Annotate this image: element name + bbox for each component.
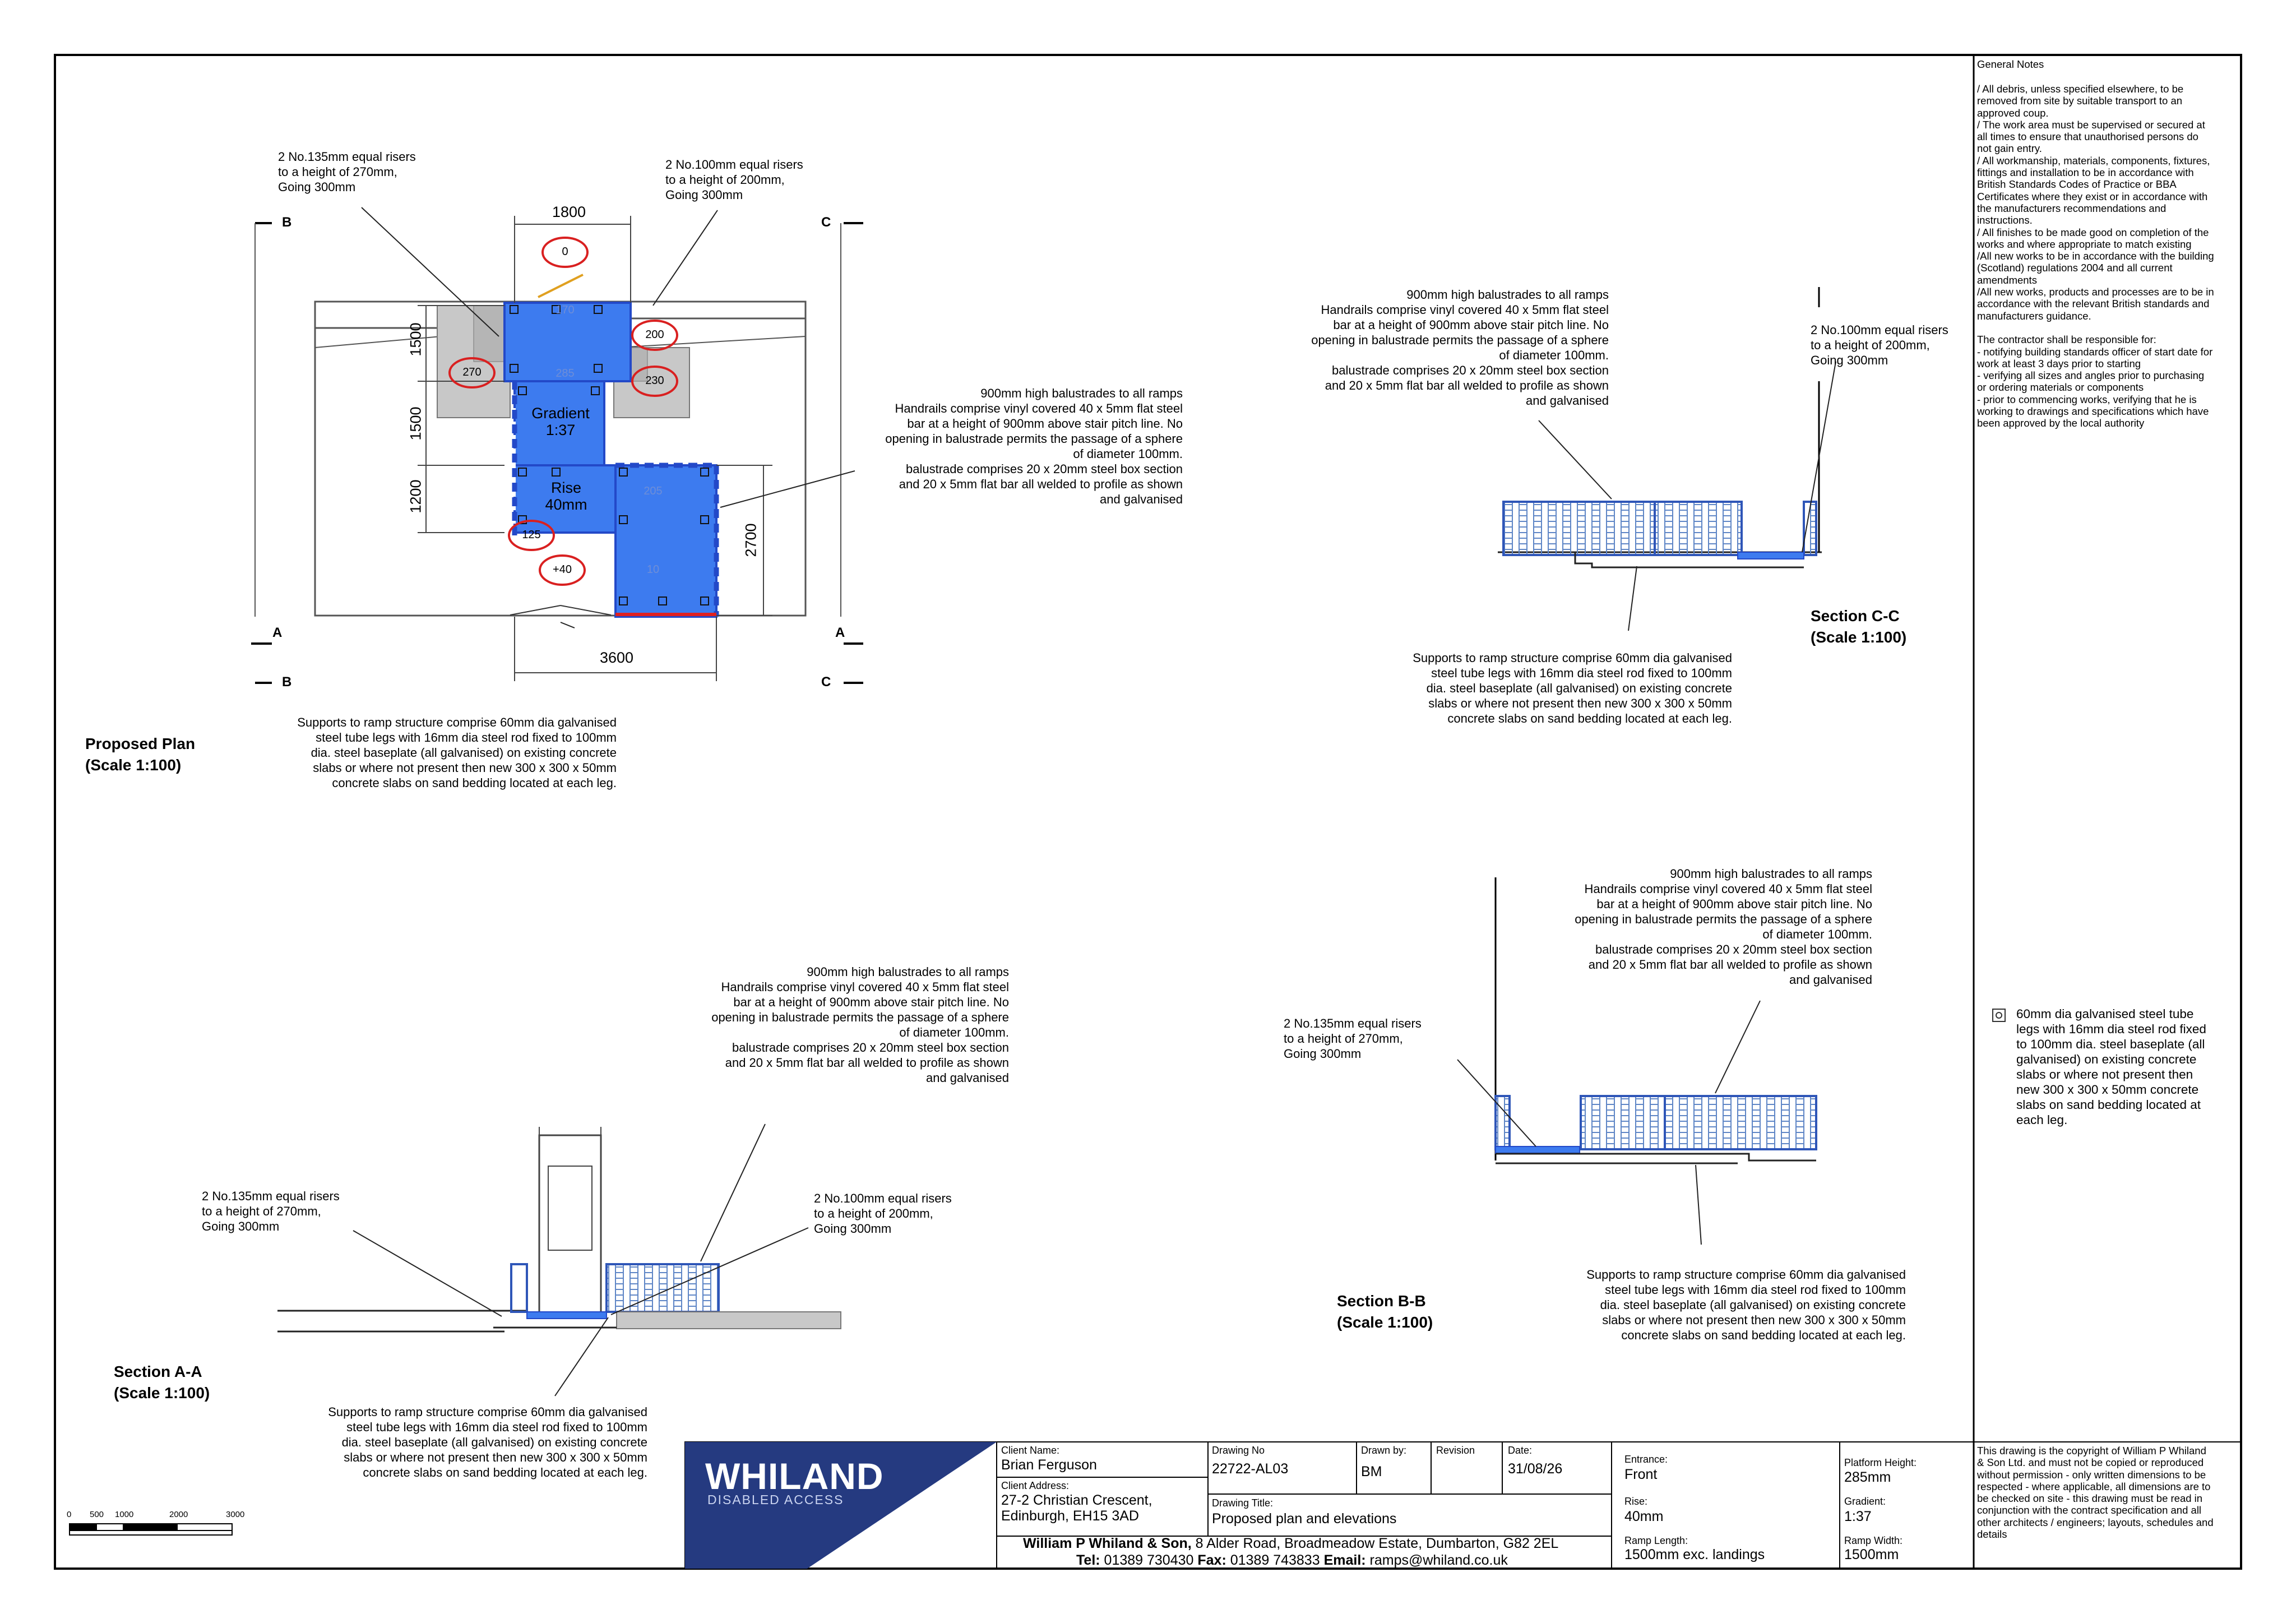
section-bb-balustrade-note: 900mm high balustrades to all ramps Hand… [1575,867,1872,987]
dim-1200: 1200 [407,479,424,514]
whiland-logo-subtitle: DISABLED ACCESS [707,1492,844,1507]
drawing-title-label: Drawing Title: [1212,1497,1274,1509]
entrance-label: Entrance: [1624,1454,1668,1465]
dim-3600: 3600 [600,649,634,666]
scale-label-3000: 3000 [226,1510,245,1519]
section-cc-title: Section C-C (Scale 1:100) [1811,607,1907,646]
section-aa-balustrade-note: 900mm high balustrades to all ramps Hand… [711,965,1009,1085]
section-marker-a-left: A [272,625,283,640]
section-aa-title: Section A-A (Scale 1:100) [114,1363,210,1402]
level-285: 285 [556,367,575,380]
section-marker-b-top: B [282,215,292,230]
plan-supports-note: Supports to ramp structure comprise 60mm… [297,715,617,790]
dim-1800: 1800 [552,204,586,220]
company-name: William P Whiland & Son, [1023,1536,1192,1551]
contact-line: Tel: 01389 730430 Fax: 01389 743833 Emai… [1076,1552,1508,1569]
drawing-title: Proposed plan and elevations [1212,1511,1397,1527]
rise-value: 40mm [1624,1509,1664,1524]
general-notes-title: General Notes [1977,58,2044,70]
scale-label-500: 500 [90,1510,104,1519]
rise-label-tb: Rise: [1624,1496,1648,1507]
dim-1500-upper: 1500 [407,322,424,357]
section-cc-balustrade-note: 900mm high balustrades to all ramps Hand… [1311,288,1609,408]
section-cc-riser-note: 2 No.100mm equal risers to a height of 2… [1811,323,1948,367]
client-name: Brian Ferguson [1001,1457,1097,1473]
section-aa-supports-note: Supports to ramp structure comprise 60mm… [328,1405,647,1479]
ramp-length-label: Ramp Length: [1624,1535,1688,1546]
platform-height-label: Platform Height: [1844,1457,1917,1468]
company-line: William P Whiland & Son, 8 Alder Road, B… [1023,1535,1558,1552]
client-name-label: Client Name: [1001,1445,1060,1456]
copyright-note: This drawing is the copyright of William… [1977,1445,2214,1541]
section-bb-supports-note: Supports to ramp structure comprise 60mm… [1586,1268,1906,1342]
section-marker-a-right: A [835,625,845,640]
ramp-length: 1500mm exc. landings [1624,1547,1765,1562]
fax: 01389 743833 [1226,1552,1324,1568]
plan-balustrade-note: 900mm high balustrades to all ramps Hand… [885,386,1183,506]
dim-1500-lower: 1500 [407,406,424,441]
client-address: 27-2 Christian Crescent, Edinburgh, EH15… [1001,1492,1152,1524]
ramp-width: 1500mm [1844,1547,1899,1562]
tel-label: Tel: [1076,1552,1100,1568]
email-label: Email: [1323,1552,1366,1568]
level-270: 270 [462,366,482,378]
entrance: Front [1624,1467,1658,1482]
ramp-width-label: Ramp Width: [1844,1535,1903,1546]
scale-label-1000: 1000 [115,1510,134,1519]
date: 31/08/26 [1508,1461,1563,1477]
drawn-by-label: Drawn by: [1361,1445,1407,1456]
section-marker-b-bottom: B [282,674,292,690]
level-200: 200 [645,329,664,341]
leg-symbol-icon [1992,1009,2006,1022]
section-marker-c-bottom: C [821,674,831,690]
drawing-no: 22722-AL03 [1212,1461,1289,1477]
section-bb-title: Section B-B (Scale 1:100) [1337,1292,1433,1331]
general-notes-body: / All debris, unless specified elsewhere… [1977,83,2214,429]
gradient-label-tb: Gradient: [1844,1496,1886,1507]
section-aa-drawing [277,1123,841,1397]
section-marker-c-top: C [821,215,831,230]
section-aa-riser-right-note: 2 No.100mm equal risers to a height of 2… [814,1191,952,1236]
level-125: 125 [522,529,541,541]
level-230: 230 [645,374,664,387]
company-address: 8 Alder Road, Broadmeadow Estate, Dumbar… [1191,1536,1559,1551]
ramp-run [513,380,605,466]
drawing-no-label: Drawing No [1212,1445,1265,1456]
plan-riser-right-note: 2 No.100mm equal risers to a height of 2… [665,158,803,202]
sheet-border [54,54,2242,1570]
plan-title: Proposed Plan (Scale 1:100) [85,735,196,774]
scale-label-2000: 2000 [169,1510,188,1519]
platform-height: 285mm [1844,1469,1891,1485]
logo-panel [685,1442,997,1569]
section-bb-drawing [1457,877,1817,1245]
scale-label-0: 0 [67,1510,72,1519]
whiland-logo: WHILAND [705,1455,884,1497]
section-cc-drawing [1498,287,1836,631]
gradient-value: 1:37 [1844,1509,1872,1524]
fax-label: Fax: [1197,1552,1226,1568]
drawn-by: BM [1361,1464,1382,1479]
proposed-plan [251,207,863,684]
client-address-label: Client Address: [1001,1480,1070,1491]
section-cc-supports-note: Supports to ramp structure comprise 60mm… [1413,651,1732,725]
gradient-label: Gradient 1:37 [531,405,590,438]
level-0: 0 [562,246,568,258]
dim-2700: 2700 [742,523,760,557]
section-aa-riser-left-note: 2 No.135mm equal risers to a height of 2… [202,1189,340,1233]
level-170: 170 [556,304,575,316]
scale-bar [69,1523,233,1536]
plan-riser-left-note: 2 No.135mm equal risers to a height of 2… [278,150,416,194]
bottom-landing [614,464,718,618]
tel: 01389 730430 [1100,1552,1198,1568]
date-label: Date: [1508,1445,1533,1456]
level-205: 205 [644,485,663,497]
revision-label: Revision [1436,1445,1475,1456]
section-bb-riser-note: 2 No.135mm equal risers to a height of 2… [1284,1016,1422,1061]
level-10: 10 [646,563,660,576]
rise-label: Rise 40mm [545,479,587,513]
legend-leg-note: 60mm dia galvanised steel tube legs with… [2016,1007,2206,1127]
email: ramps@whiland.co.uk [1365,1552,1508,1568]
level-plus-40: +40 [553,563,572,576]
